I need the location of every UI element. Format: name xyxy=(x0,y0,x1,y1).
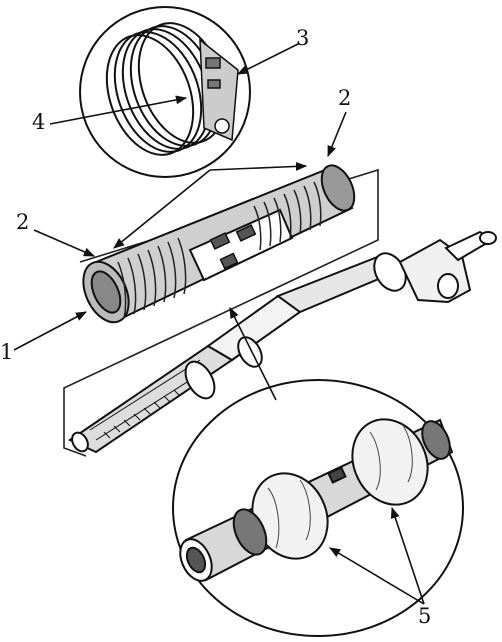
callout-3: 3 xyxy=(296,26,310,50)
leader-detail-right xyxy=(209,161,308,171)
leader-2-left xyxy=(33,229,96,257)
leader-5-left xyxy=(329,547,425,605)
boot-bellows-ribs xyxy=(117,181,322,319)
callout-2-right: 2 xyxy=(338,86,352,110)
leader-detail-bottom xyxy=(229,306,277,401)
callout-5: 5 xyxy=(418,604,432,628)
leader-2-right xyxy=(327,111,347,158)
leader-5-right xyxy=(390,506,425,605)
inner-rack-slots xyxy=(209,224,257,270)
callout-1: 1 xyxy=(0,340,14,364)
detail-circle-clamp xyxy=(79,6,251,178)
callout-4: 4 xyxy=(32,110,46,134)
rack-shaft-teeth xyxy=(103,389,181,439)
leader-4 xyxy=(49,95,188,125)
pinion-valve-housing xyxy=(398,230,497,304)
rack-end xyxy=(71,431,89,453)
detail-circle-boots xyxy=(172,379,464,637)
leader-1 xyxy=(13,311,87,351)
leader-detail-left xyxy=(113,169,211,249)
callout-2-left: 2 xyxy=(16,210,30,234)
leader-lines xyxy=(13,43,425,605)
leader-3 xyxy=(236,43,299,75)
